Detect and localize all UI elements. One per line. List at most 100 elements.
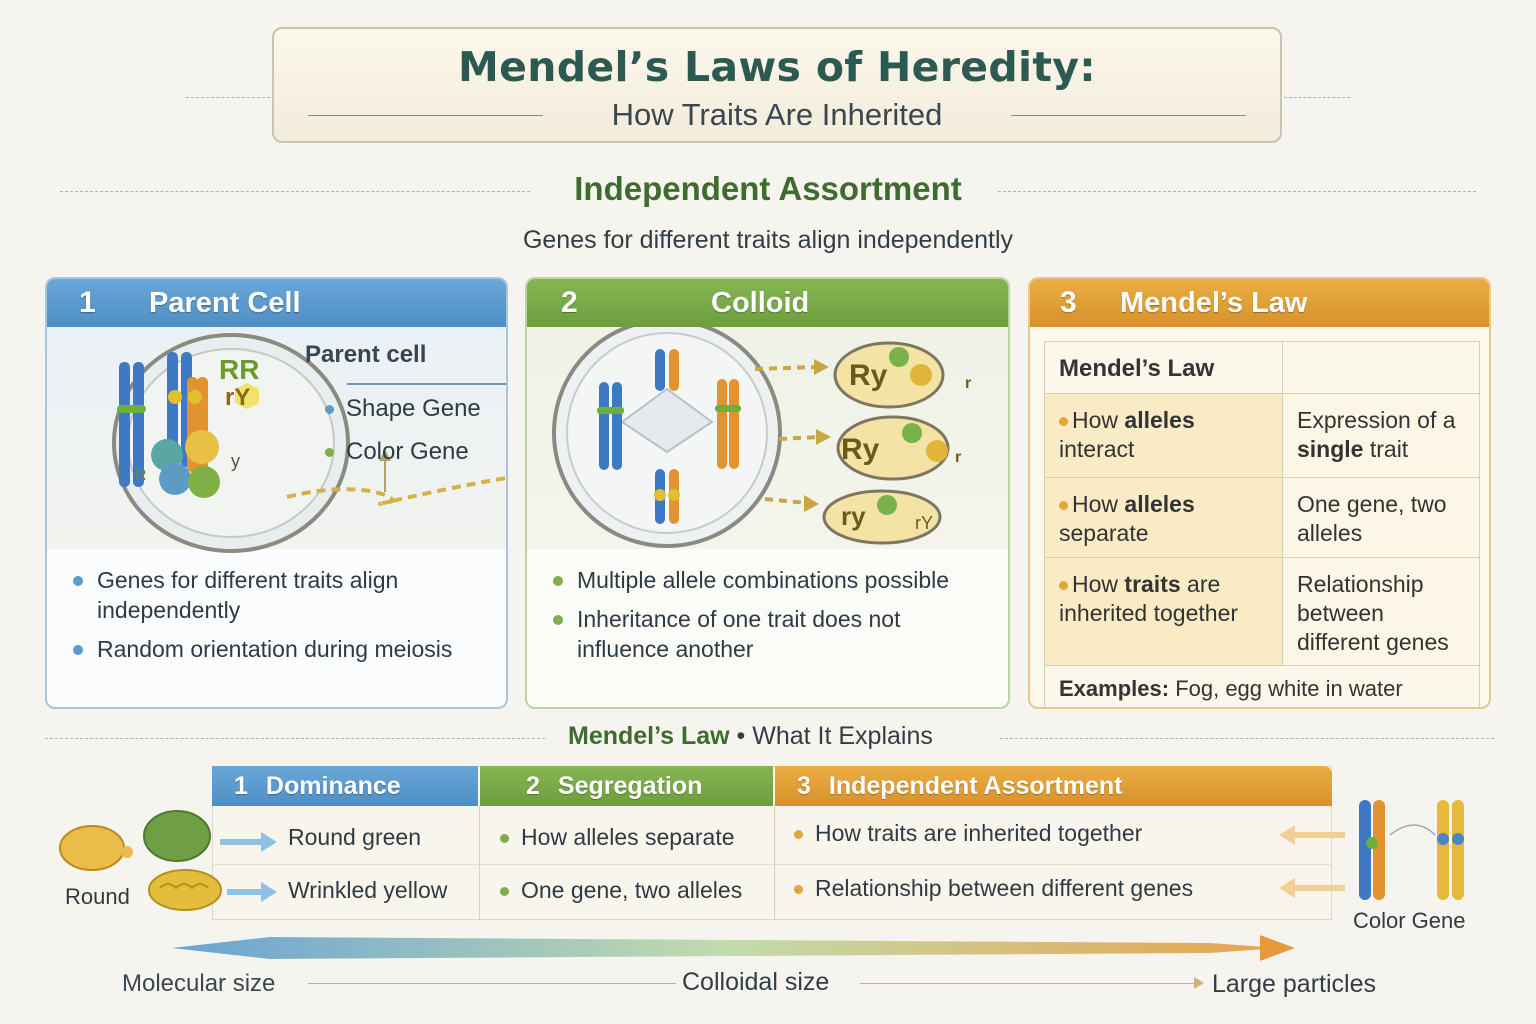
dashed-arrow-path xyxy=(286,475,506,506)
gamete-1 xyxy=(833,341,945,409)
arrow-head-3-icon xyxy=(804,495,819,512)
gamete-2-label: Ry xyxy=(841,433,880,466)
panel-1-heading: Parent Cell xyxy=(149,286,301,319)
row-2-left-pre: How xyxy=(1072,491,1125,517)
table-cell-left: How alleles interact xyxy=(1044,393,1283,478)
round-label: Round xyxy=(65,884,130,909)
row-1-right-bold: single xyxy=(1297,436,1364,462)
assortment-row-2-dot xyxy=(794,885,803,895)
row-1-left-post: interact xyxy=(1059,436,1135,462)
segregation-row-1: How alleles separate xyxy=(500,824,735,851)
sphere-green-icon xyxy=(188,466,220,498)
section-subtitle: Genes for different traits align indepen… xyxy=(522,226,1014,254)
panel-colloid: 2 Colloid xyxy=(525,277,1010,709)
sphere-blue-icon xyxy=(159,463,191,495)
row-1-right-pre: Expression of a xyxy=(1297,407,1456,433)
link-curve xyxy=(1389,824,1436,836)
assortment-row-1-dot xyxy=(794,830,803,840)
segregation-row-1-text: How alleles separate xyxy=(521,824,735,850)
row-1-left-bold: alleles xyxy=(1124,407,1195,433)
assortment-row-1: How traits are inherited together xyxy=(794,820,1142,847)
spindle-shape xyxy=(620,387,714,454)
bottom-col-2-heading: Segregation xyxy=(557,771,703,800)
scale-right-label: Large particles xyxy=(1212,970,1376,998)
arrow-head-1-icon xyxy=(814,359,829,375)
row-2-left-post: separate xyxy=(1059,520,1149,546)
scale-left-label: Molecular size xyxy=(122,970,276,997)
color-gene-illustration xyxy=(1279,800,1464,900)
table-cell-right: Relationship between different genes xyxy=(1282,557,1480,666)
pea-illustration xyxy=(59,810,277,911)
wrinkle-lines xyxy=(159,883,209,890)
panel-1-bullets: Genes for different traits align indepen… xyxy=(69,565,469,673)
title-left-dash xyxy=(186,97,270,98)
row-3-left-bold: traits xyxy=(1124,571,1181,597)
panel-3-number: 3 xyxy=(1060,286,1077,319)
table-cell-right: Expression of a single trait xyxy=(1282,393,1480,478)
gamete-1-label-right: r xyxy=(965,375,972,392)
table-header-row: Mendel’s Law xyxy=(1044,341,1480,394)
row-2-right-text: One gene, two alleles xyxy=(1297,491,1447,546)
right-arrow-2-head-icon xyxy=(1279,878,1295,898)
bottom-col-divider-2 xyxy=(774,806,775,920)
wrinkled-yellow-pea-icon xyxy=(148,869,222,911)
panel-1-header: 1 Parent Cell xyxy=(47,279,506,327)
panel-3-header: 3 Mendel’s Law xyxy=(1030,279,1489,327)
hex-marker-icon xyxy=(235,383,259,409)
parent-cell-label: Parent cell xyxy=(305,341,427,368)
table-row: How alleles interact Expression of a sin… xyxy=(1044,393,1480,478)
page-title: Mendel’s Laws of Heredity: xyxy=(458,43,1096,91)
scale-gradient-shape xyxy=(172,937,1280,959)
scale-line-left xyxy=(308,983,676,984)
panel-parent-cell: 1 Parent Cell RR rY R y xyxy=(45,277,508,709)
segregation-row-2-text: One gene, two alleles xyxy=(521,877,743,903)
arrow-to-gamete-3 xyxy=(764,497,808,505)
right-arrow-1-head-icon xyxy=(1279,825,1295,845)
arrow-to-gamete-2 xyxy=(778,435,820,441)
row-3-left-pre: How xyxy=(1072,571,1125,597)
gamete-1-yellow-dot xyxy=(910,364,932,386)
gamete-3-label-right: rY xyxy=(915,513,933,533)
segregation-row-2-dot xyxy=(500,887,509,897)
section-right-dash xyxy=(998,191,1476,192)
examples-text: Fog, egg white in water xyxy=(1175,676,1403,701)
table-header-cell: Mendel’s Law xyxy=(1044,341,1283,394)
bottom-title-rest: • What It Explains xyxy=(729,722,933,750)
gamete-2-yellow-dot xyxy=(926,440,948,462)
scale-line-right xyxy=(860,983,1198,984)
table-header-empty xyxy=(1282,341,1480,394)
mendel-law-table: Mendel’s Law How alleles interact Expres… xyxy=(1044,341,1480,707)
table-row: How traits are inherited together Relati… xyxy=(1044,557,1480,666)
title-right-dash xyxy=(1284,97,1350,98)
panel-2-bullet-2: Inheritance of one trait does not influe… xyxy=(549,604,989,664)
gamete-1-label: Ry xyxy=(849,359,888,392)
bottom-right-dash xyxy=(1000,738,1494,739)
panel-1-number: 1 xyxy=(79,286,96,319)
row-3-left-post: are inherited together xyxy=(1059,571,1239,626)
chromosome-blue-1-icon xyxy=(117,362,146,487)
row-3-dot xyxy=(1059,581,1068,591)
assortment-row-2-text: Relationship between different genes xyxy=(815,875,1194,901)
scale-right-arrow-icon xyxy=(1194,977,1204,989)
segregation-row-2: One gene, two alleles xyxy=(500,877,742,904)
small-pea-icon xyxy=(121,846,133,858)
panel-2-bullets: Multiple allele combinations possible In… xyxy=(549,565,989,673)
gamete-3 xyxy=(822,489,942,545)
assortment-row-2: Relationship between different genes xyxy=(794,875,1193,902)
row-1-left-pre: How xyxy=(1072,407,1125,433)
bottom-left-dash xyxy=(45,738,545,739)
gamete-2-green-dot xyxy=(902,423,922,443)
allele-label-R: R xyxy=(135,467,147,484)
table-cell-right: One gene, two alleles xyxy=(1282,477,1480,558)
assortment-row-1-text: How traits are inherited together xyxy=(815,820,1143,846)
legend-shape-text: Shape Gene xyxy=(346,395,481,422)
pea-arrow-2-head-icon xyxy=(261,882,277,902)
table-examples-row: Examples: Fog, egg white in water xyxy=(1044,665,1480,707)
legend-color-dot xyxy=(325,448,334,458)
bottom-col-1-number: 1 xyxy=(234,771,248,800)
colloid-illustration xyxy=(552,327,950,548)
chromosome-left-icon xyxy=(597,382,624,470)
